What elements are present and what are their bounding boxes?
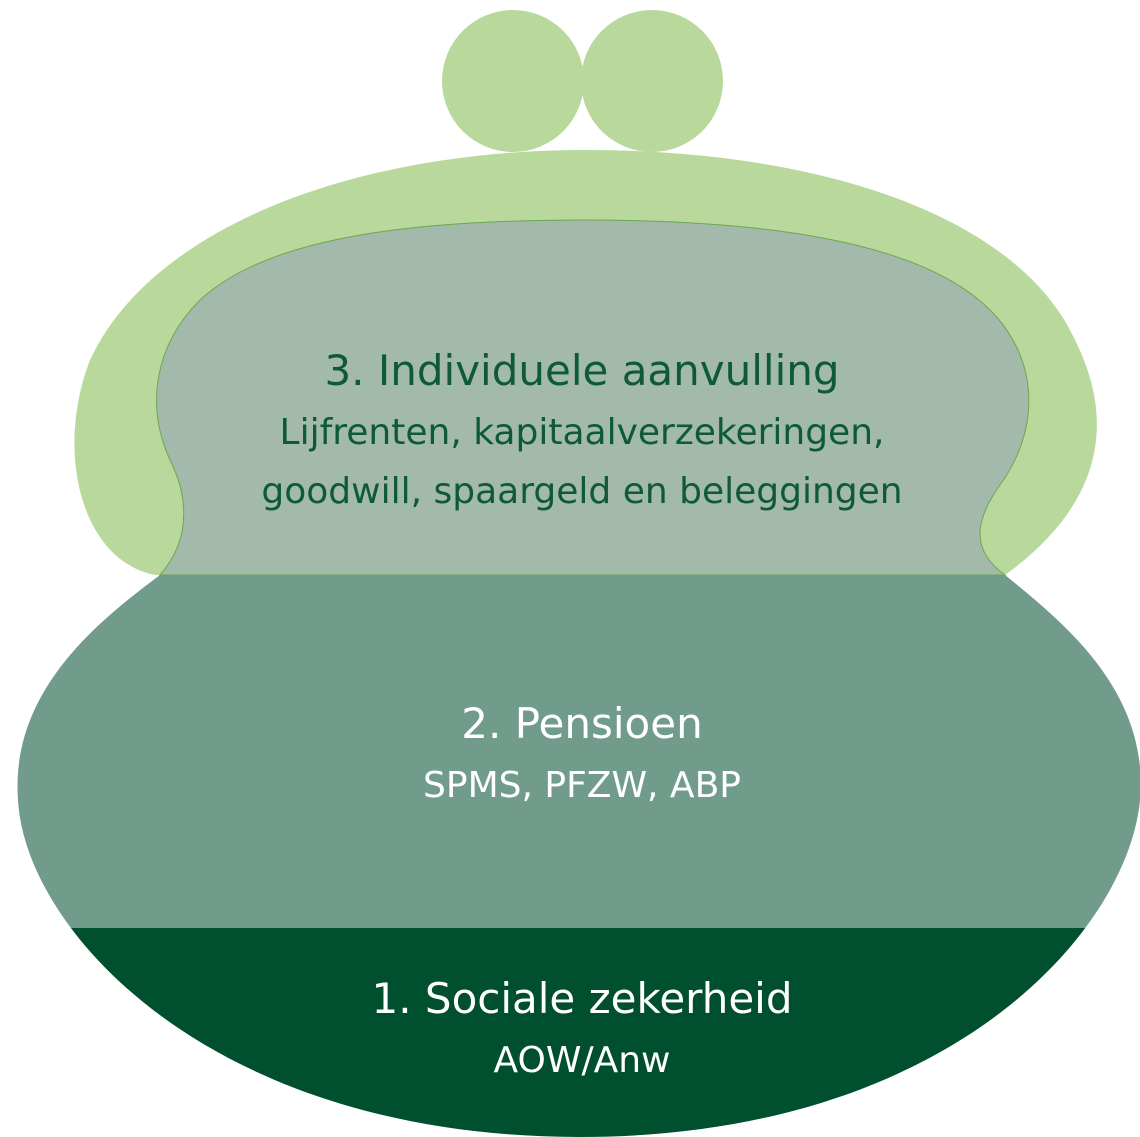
layer-1-title: 1. Sociale zekerheid <box>371 974 792 1023</box>
layer-1-description: AOW/Anw <box>494 1040 671 1081</box>
layer-3-background <box>156 219 1030 576</box>
clasp-ball-right <box>581 10 723 152</box>
layer-1-background <box>17 928 1140 1137</box>
layer-2-background <box>17 575 1140 928</box>
layer-3-description-line-1: Lijfrenten, kapitaalverzekeringen, <box>280 412 885 453</box>
clasp-ball-left <box>442 10 584 152</box>
layer-2-title: 2. Pensioen <box>461 699 702 748</box>
layer-2-description: SPMS, PFZW, ABP <box>423 765 741 806</box>
layer-3-description-line-2: goodwill, spaargeld en beleggingen <box>261 471 902 512</box>
layer-3-title: 3. Individuele aanvulling <box>324 346 839 395</box>
